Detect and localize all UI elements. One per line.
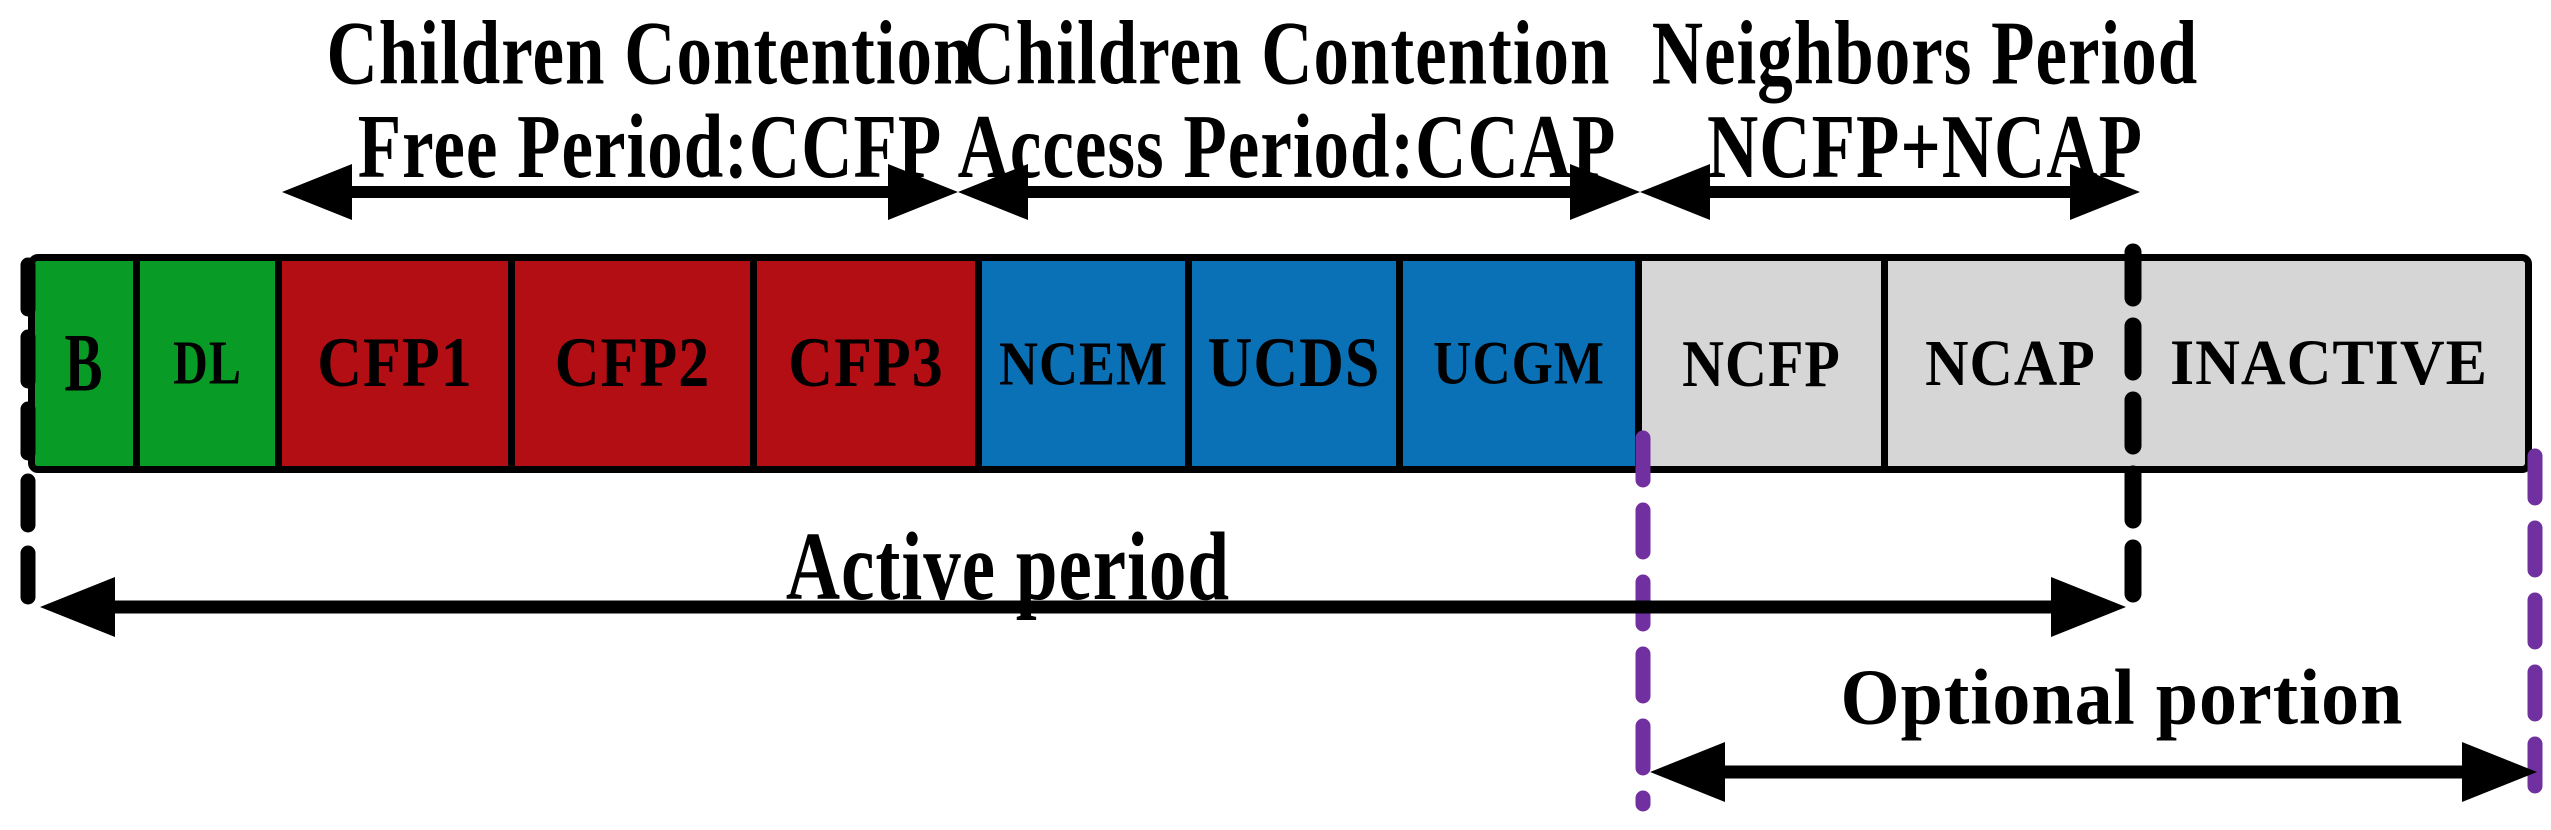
ccap-period-label-line1: Children Contention <box>963 4 1611 104</box>
segment-ncem: NCEM <box>982 261 1192 466</box>
segment-ucgm-label: UCGM <box>1433 330 1605 397</box>
segment-ncap-label: NCAP <box>1925 326 2096 400</box>
segment-ncap: NCAP <box>1888 261 2133 466</box>
segment-cfp2: CFP2 <box>515 261 757 466</box>
ccfp-period-label-line1: Children Contention <box>326 4 974 104</box>
ccap-period-label-line2: Access Period:CCAP <box>957 97 1617 198</box>
segment-beacon: B <box>35 261 140 466</box>
superframe-bar: B DL CFP1 CFP2 CFP3 NCEM UCDS UCGM NCFP … <box>28 254 2532 473</box>
segment-ucds-label: UCDS <box>1207 323 1381 403</box>
neighbors-period-label-line1: Neighbors Period <box>1651 4 2199 104</box>
segment-dl: DL <box>140 261 282 466</box>
optional-portion-label: Optional portion <box>1840 653 2404 742</box>
ccfp-period-label-line2: Free Period:CCFP <box>357 97 943 198</box>
segment-cfp1-label: CFP1 <box>317 323 473 403</box>
active-period-label: Active period <box>785 513 1231 622</box>
ccap-period-label: Children Contention Access Period:CCAP <box>957 4 1617 198</box>
segment-inactive-label: INACTIVE <box>2169 327 2489 399</box>
segment-ncfp: NCFP <box>1642 261 1888 466</box>
segment-cfp3-label: CFP3 <box>788 323 944 403</box>
neighbors-period-label: Neighbors Period NCFP+NCAP <box>1651 4 2199 198</box>
neighbors-period-label-line2: NCFP+NCAP <box>1707 97 2143 198</box>
segment-inactive: INACTIVE <box>2133 261 2525 466</box>
ccfp-period-label: Children Contention Free Period:CCFP <box>326 4 974 198</box>
segment-dl-label: DL <box>173 329 242 398</box>
segment-ncfp-label: NCFP <box>1682 326 1841 401</box>
segment-beacon-label: B <box>64 317 104 410</box>
segment-cfp3: CFP3 <box>757 261 982 466</box>
segment-ucds: UCDS <box>1192 261 1403 466</box>
segment-cfp1: CFP1 <box>282 261 515 466</box>
optional-portion-arrow <box>1650 742 2537 802</box>
segment-ncem-label: NCEM <box>999 329 1168 398</box>
segment-cfp2-label: CFP2 <box>554 323 711 403</box>
segment-ucgm: UCGM <box>1403 261 1642 466</box>
